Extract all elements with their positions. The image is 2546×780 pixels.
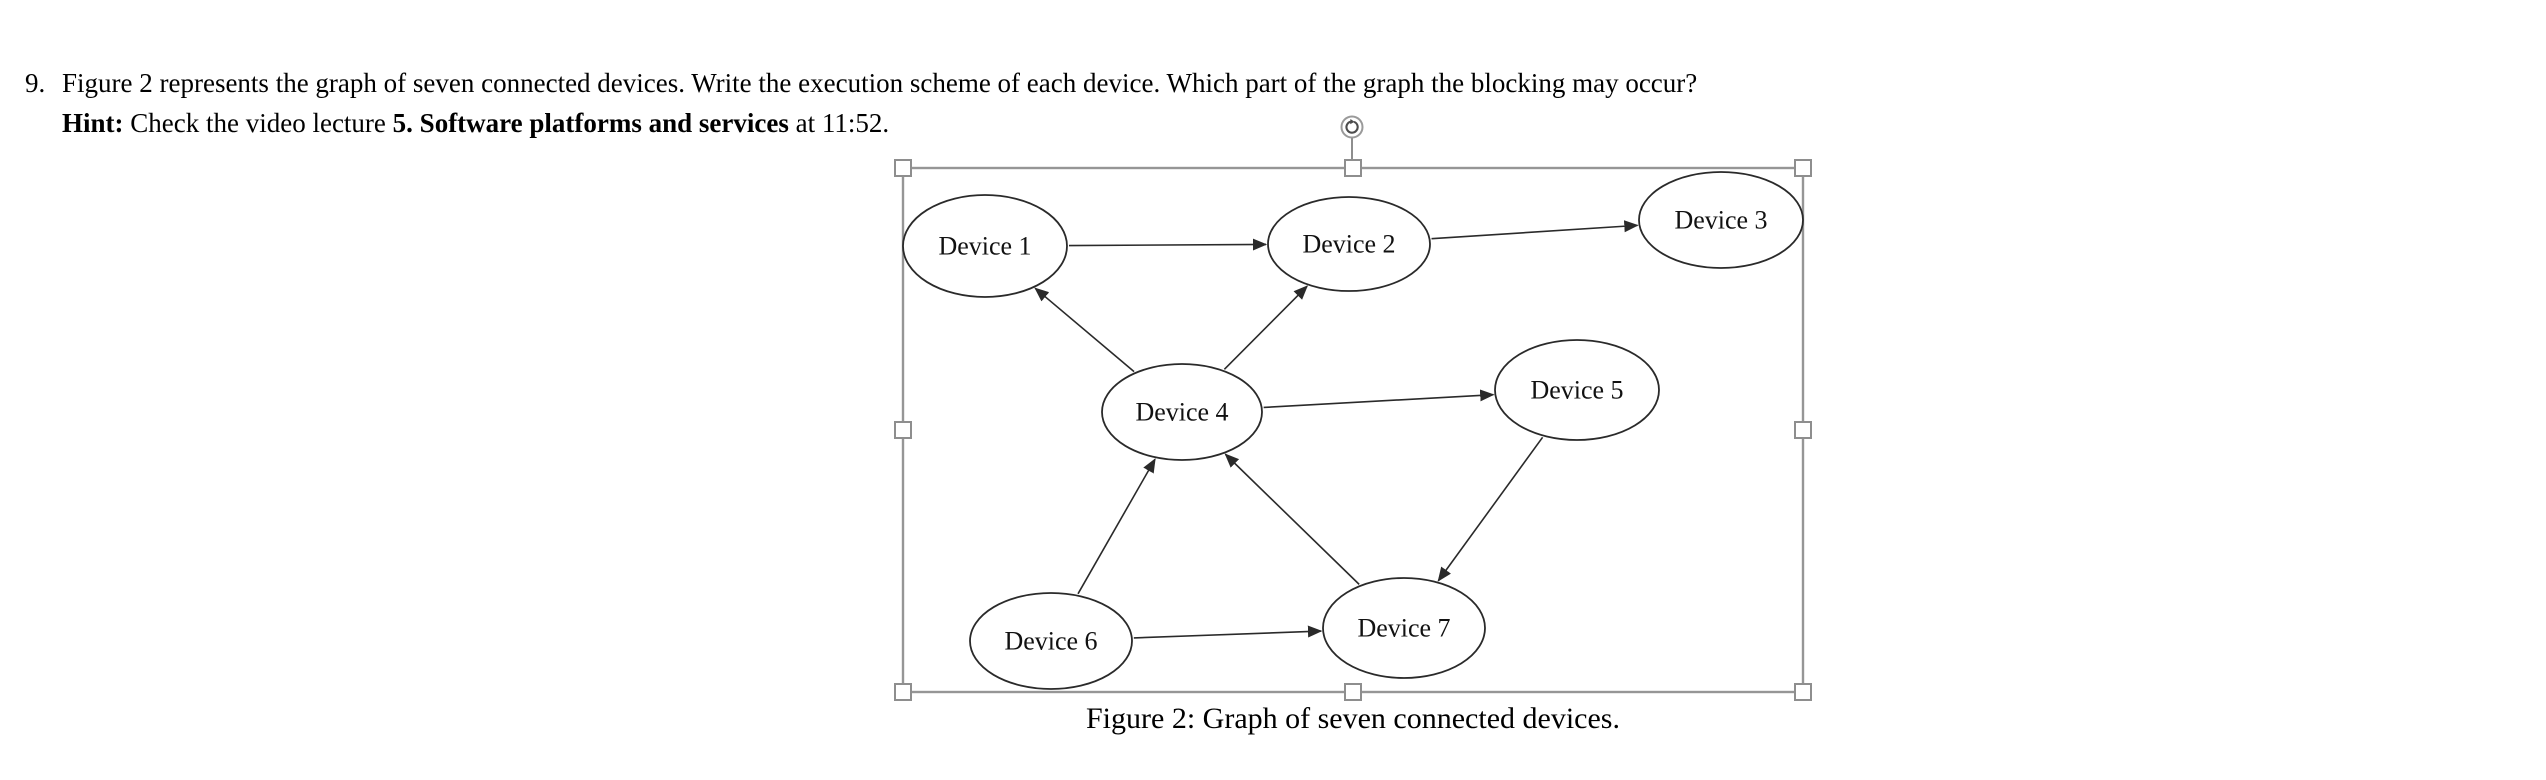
selection-handle-top-middle[interactable] <box>1344 159 1362 177</box>
graph-node-label: Device 1 <box>938 232 1031 261</box>
graph-edge-d5-d7 <box>1437 436 1544 582</box>
graph-edges <box>1034 220 1639 639</box>
graph-node-label: Device 2 <box>1302 230 1395 259</box>
selection-handle-top-left[interactable] <box>894 159 912 177</box>
graph-node-d4: Device 4 <box>1101 363 1263 461</box>
selection-handle-bottom-left[interactable] <box>894 683 912 701</box>
graph-node-label: Device 4 <box>1135 398 1228 427</box>
graph-node-d6: Device 6 <box>969 592 1133 690</box>
selection-handle-top-right[interactable] <box>1794 159 1812 177</box>
graph-edge-d4-d1 <box>1034 287 1135 373</box>
rotation-handle[interactable] <box>1340 115 1364 169</box>
graph-node-d7: Device 7 <box>1322 577 1486 679</box>
hint-part1: Check the video lecture <box>123 108 393 138</box>
hint-part2: at 11:52. <box>788 108 890 138</box>
hint-line: Hint: Check the video lecture 5. Softwar… <box>62 110 889 137</box>
graph-edge-d4-d5 <box>1263 389 1495 409</box>
question-number: 9. <box>25 68 46 98</box>
selection-handle-middle-right[interactable] <box>1794 421 1812 439</box>
graph-edge-d6-d7 <box>1133 625 1323 639</box>
graph-node-d2: Device 2 <box>1267 196 1431 292</box>
hint-lecture-title: 5. Software platforms and services <box>392 108 789 138</box>
graph-node-label: Device 6 <box>1004 627 1097 656</box>
graph-edge-d4-d2 <box>1223 285 1308 370</box>
graph-node-label: Device 3 <box>1674 206 1767 235</box>
selection-handle-bottom-middle[interactable] <box>1344 683 1362 701</box>
selection-handle-middle-left[interactable] <box>894 421 912 439</box>
graph-node-d3: Device 3 <box>1638 171 1804 269</box>
rotate-icon <box>1345 119 1359 134</box>
figure-caption: Figure 2: Graph of seven connected devic… <box>1086 702 1620 735</box>
graph-node-label: Device 5 <box>1530 376 1623 405</box>
hint-label: Hint: <box>62 108 124 138</box>
graph-edge-d6-d4 <box>1077 458 1156 595</box>
graph-node-label: Device 7 <box>1357 614 1450 643</box>
graph-node-d1: Device 1 <box>902 194 1068 298</box>
graph-edge-d7-d4 <box>1224 453 1360 585</box>
graph-node-d5: Device 5 <box>1494 339 1660 441</box>
selection-handle-bottom-right[interactable] <box>1794 683 1812 701</box>
graph-edge-d1-d2 <box>1068 238 1268 251</box>
question-text: Figure 2 represents the graph of seven c… <box>62 68 1698 98</box>
graph-edge-d2-d3 <box>1431 220 1639 240</box>
